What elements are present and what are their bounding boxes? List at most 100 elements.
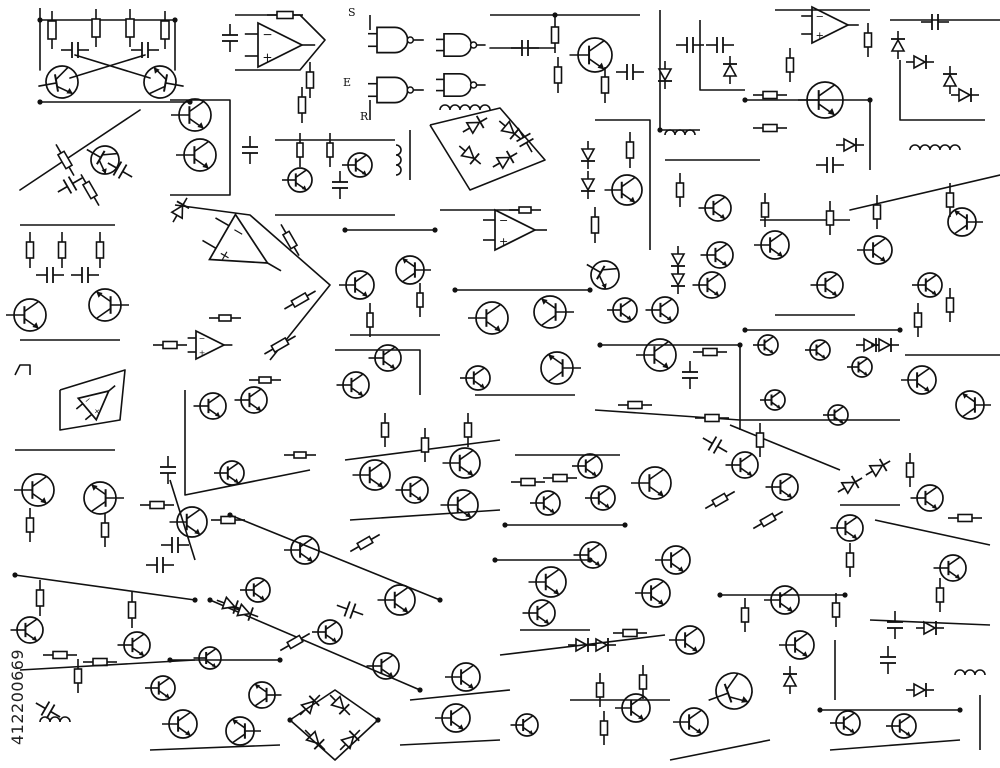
resistor-symbol [249,376,281,384]
resistor-symbol [704,490,736,510]
resistor-symbol [416,283,424,317]
transistor-symbol [700,241,734,269]
resistor-symbol [740,598,750,632]
junction-dot [172,17,178,23]
resistor-symbol [420,428,430,462]
diode-symbol [906,682,934,698]
resistor-symbol [753,123,787,133]
capacitor-symbol [706,37,734,53]
wire [14,364,31,376]
wire [829,739,961,751]
transistor-symbol [692,271,726,299]
resistor-symbol [47,11,57,49]
resistor-symbol [280,224,300,256]
transistor-symbol [282,167,313,193]
resistor-symbol [297,87,307,123]
capacitor-symbol [816,157,844,173]
junction-dot [192,597,198,603]
opamp-symbol: −+ [75,384,116,422]
transistor-symbol [117,631,151,659]
diode-symbol [865,458,891,478]
diode-symbol [722,56,738,84]
transistor-symbol [805,339,831,361]
capacitor-symbol [332,171,348,199]
diode-symbol [304,729,326,751]
transistor-symbol [162,709,198,739]
capacitor-symbol [36,267,64,283]
transistor-symbol [912,272,943,298]
wire [19,109,141,191]
label-r: R [360,110,369,123]
wire [669,739,771,761]
resistor-symbol [675,173,685,207]
resistor-symbol [264,335,296,355]
resistor-symbol [305,62,315,98]
junction-dot [817,707,823,713]
opamp-symbol: −+ [202,212,282,272]
wire [499,634,666,656]
junction-dot [492,557,498,563]
resistor-symbol [366,303,374,337]
resistor-symbol [945,288,955,322]
transistor-symbol [830,710,861,736]
transistor-symbol [336,371,370,399]
transistor-symbol [572,453,603,479]
resistor-symbol [831,593,841,627]
transistor-symbol [910,484,944,512]
resistor-symbol [825,201,835,235]
transistor-symbol [284,535,320,565]
resistor-symbol [80,174,100,206]
resistor-symbol [693,347,727,357]
wire [149,744,281,751]
wire [59,369,126,431]
opamp-symbol: −+ [483,208,547,252]
junction-dot [587,287,593,293]
transistor-symbol [522,599,556,627]
transistor-symbol [342,152,373,178]
diode-symbol [580,171,596,199]
resistor-symbol [140,500,174,510]
wire [849,174,1000,211]
capacitor-symbol [516,127,534,153]
wire [869,619,991,626]
wire [729,424,841,471]
wire [874,519,991,546]
resistor-symbol [935,578,945,612]
resistor-symbol [872,195,882,229]
logic-gate-symbol [368,26,424,54]
resistor-symbol [211,515,245,525]
junction-dot [375,717,381,723]
resistor-symbol [905,453,915,487]
svg-text:+: + [92,406,103,417]
resistor-symbol [57,232,67,268]
logic-gate-symbol [436,72,486,98]
resistor-symbol [752,510,784,530]
junction-dot [742,327,748,333]
resistor-symbol [913,303,923,337]
transistor-symbol [395,476,429,504]
inductor-symbol [664,129,696,136]
capacitor-symbol [702,436,728,454]
resistor-symbol [91,9,101,47]
diode-symbol [299,694,321,716]
diode-symbol [890,31,906,59]
junction-dot [37,17,43,23]
transistor-symbol [901,365,937,395]
diode-symbol [498,120,522,140]
capacitor-symbol [921,14,949,30]
stock-watermark-id: 412200669 [8,648,27,745]
capacitor-symbol [880,646,896,674]
resistor-symbol [760,193,770,227]
resistor-symbol [267,10,303,20]
diode-symbol [231,602,259,621]
diode-symbol [580,141,596,169]
resistor-symbol [945,183,955,217]
transistor-symbol [14,473,55,507]
resistor-symbol [73,659,83,693]
resistor-symbol [284,451,316,459]
capacitor-symbol [222,24,238,52]
transistor-symbol [38,65,79,99]
diode-symbol [329,694,351,716]
diode-symbol [916,620,944,636]
transistor-symbol [585,485,616,511]
